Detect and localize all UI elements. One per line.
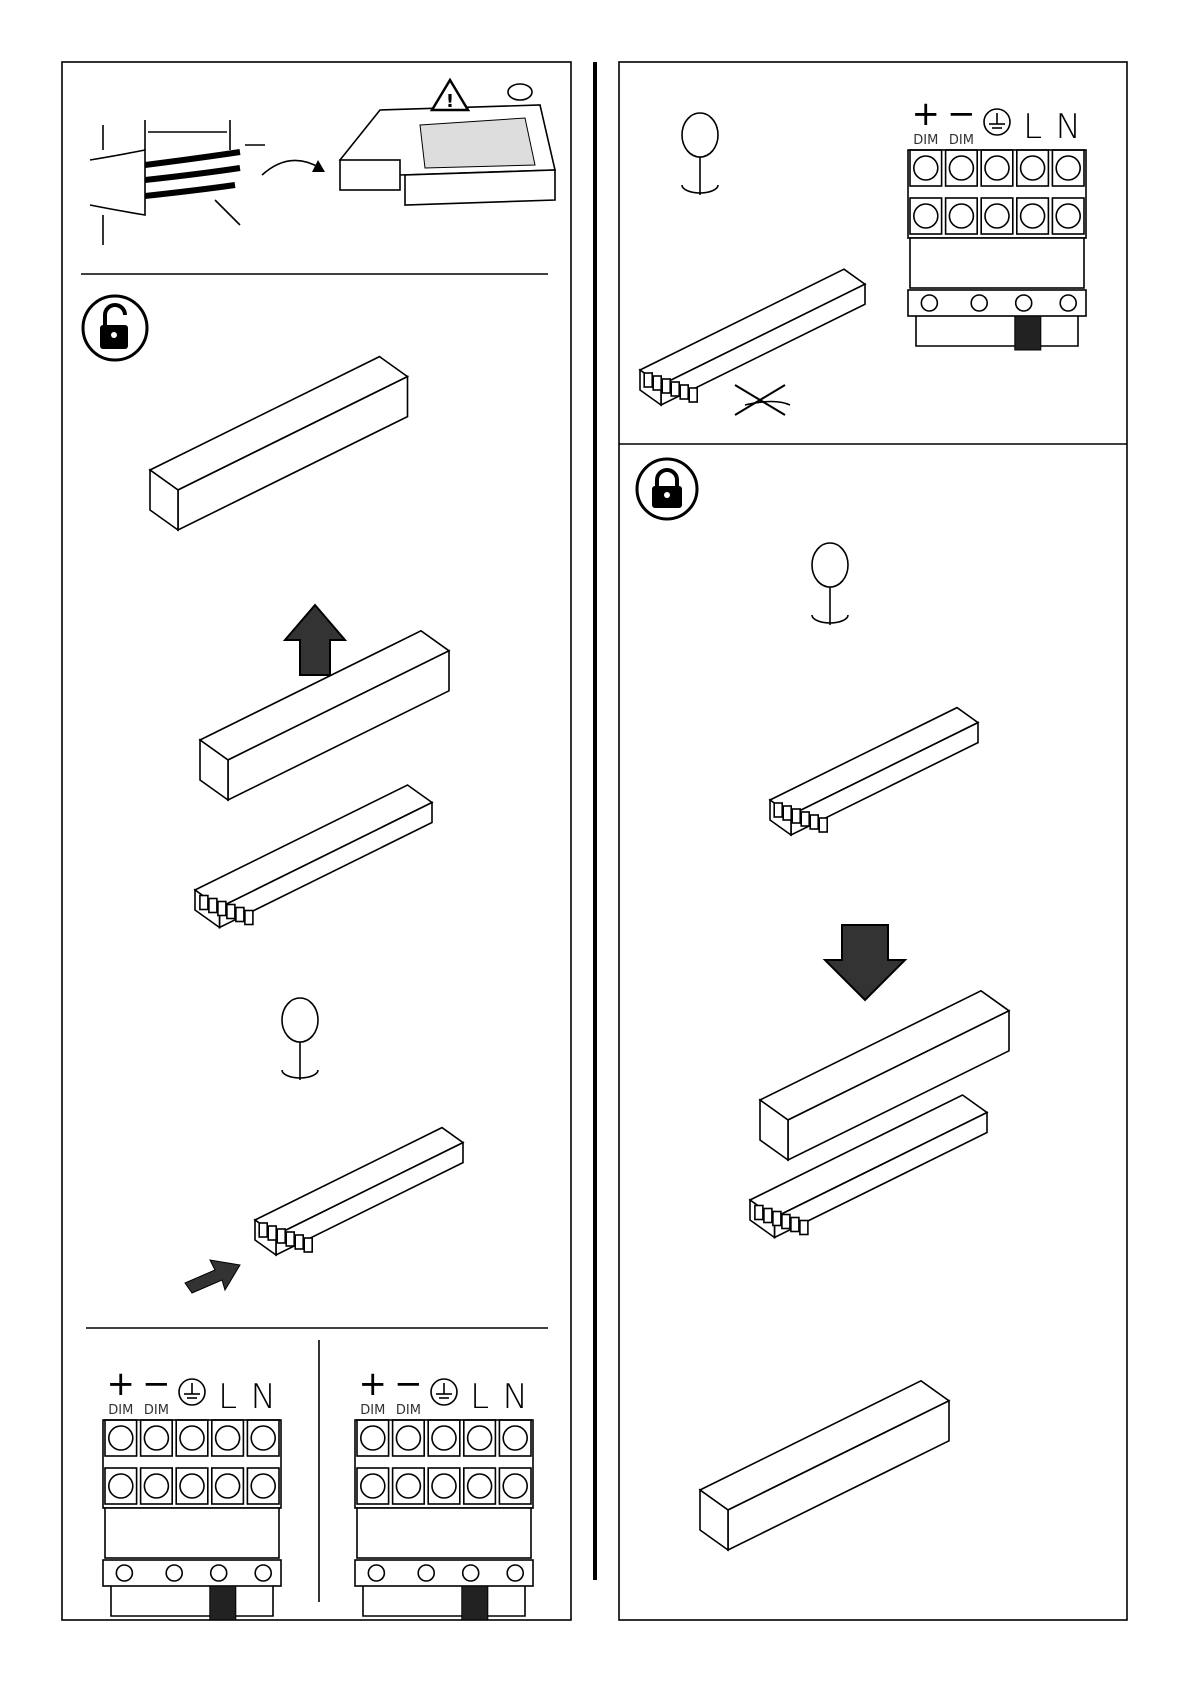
terminal-label: N [1055,107,1080,147]
earth-symbol [178,1378,206,1406]
earth-symbol [983,108,1011,136]
cable-strip-diagram [89,120,325,245]
insert-arrow-icon [184,1259,241,1294]
screwdriver-icon [281,997,319,1080]
driver-base-top-right [638,268,867,407]
terminal-dim-label: DIM [913,133,938,148]
driver-cover-replace [758,989,1011,1162]
earth-symbol [430,1378,458,1406]
terminal-label: L [470,1377,489,1417]
driver-base [193,784,434,930]
terminal-sign: + [912,94,941,134]
terminal-dim-label: DIM [108,1403,133,1418]
driver-base-lock [768,706,980,837]
terminal-sign: − [947,94,976,134]
terminal-label: L [1023,107,1042,147]
terminal-sign: + [107,1364,136,1404]
driver-cover-closed [148,355,410,532]
left-panel [61,61,572,1621]
arrow-down-icon [822,924,908,1002]
terminal-sign: − [394,1364,423,1404]
eye-icon [507,83,533,101]
locked-padlock-icon [635,457,699,521]
screwdriver-icon [681,112,719,195]
driver-cover-removed [198,629,451,802]
crossed-clamp-icon [734,384,791,416]
terminal-label: N [502,1377,527,1417]
terminal-dim-label: DIM [949,133,974,148]
terminal-sign: − [142,1364,171,1404]
terminal-dim-label: DIM [144,1403,169,1418]
warning-triangle-icon [429,77,471,112]
terminal-sign: + [359,1364,388,1404]
screwdriver-icon [811,542,849,625]
warning-symbol: ! [446,91,454,112]
arrow-up-icon [282,603,348,676]
driver-base-lock-lower [748,1094,989,1240]
terminal-label: L [218,1377,237,1417]
manual-box: ! [338,77,556,206]
terminal-dim-label: DIM [360,1403,385,1418]
terminal-label: N [250,1377,275,1417]
terminal-dim-label: DIM [396,1403,421,1418]
driver-cover-closed-final [698,1379,951,1552]
right-panel [618,61,1128,1621]
driver-base-with-cable [253,1126,465,1257]
unlocked-padlock-icon [81,294,149,362]
